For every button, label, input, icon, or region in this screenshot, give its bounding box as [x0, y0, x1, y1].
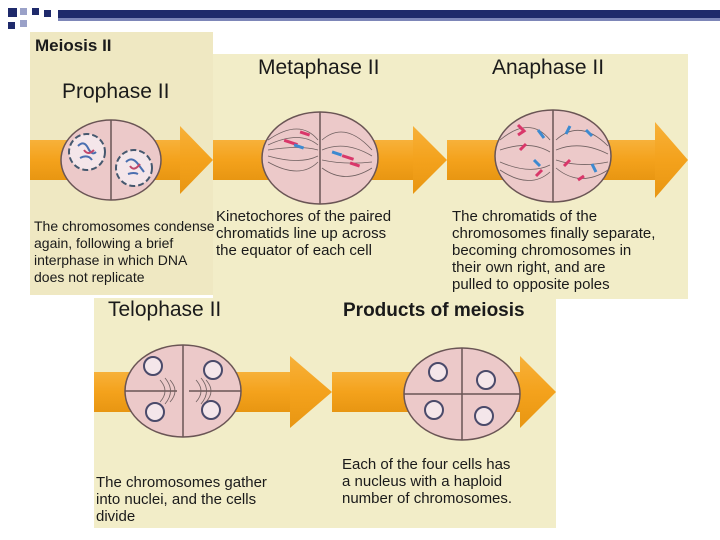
corner-square-light-2 [20, 20, 27, 27]
products-title: Products of meiosis [343, 300, 525, 321]
metaphase-cells [261, 111, 379, 205]
title-bar-strip [58, 18, 720, 21]
anaphase-title: Anaphase II [492, 56, 605, 79]
prophase-description: The chromosomes condense again, followin… [34, 218, 215, 285]
telophase-description: The chromosomes gather into nuclei, and … [96, 474, 267, 525]
corner-square-light-3 [44, 10, 51, 17]
meiosis-ii-label: Meiosis II [35, 36, 112, 55]
corner-square-dark-3 [8, 22, 15, 29]
telophase-title: Telophase II [108, 298, 222, 321]
corner-square-dark-1 [8, 8, 17, 17]
telophase-cells [124, 344, 242, 438]
products-cells [403, 347, 521, 441]
title-bar [58, 10, 720, 18]
products-description: Each of the four cells has a nucleus wit… [342, 456, 513, 507]
prophase-title: Prophase II [62, 80, 170, 103]
anaphase-cells [494, 109, 612, 203]
metaphase-description: Kinetochores of the paired chromatids li… [216, 208, 392, 259]
prophase-cells [60, 119, 162, 201]
anaphase-description: The chromatids of the chromosomes finall… [452, 208, 656, 293]
corner-square-dark-2 [32, 8, 39, 15]
metaphase-title: Metaphase II [258, 56, 380, 79]
corner-square-light-1 [20, 8, 27, 15]
